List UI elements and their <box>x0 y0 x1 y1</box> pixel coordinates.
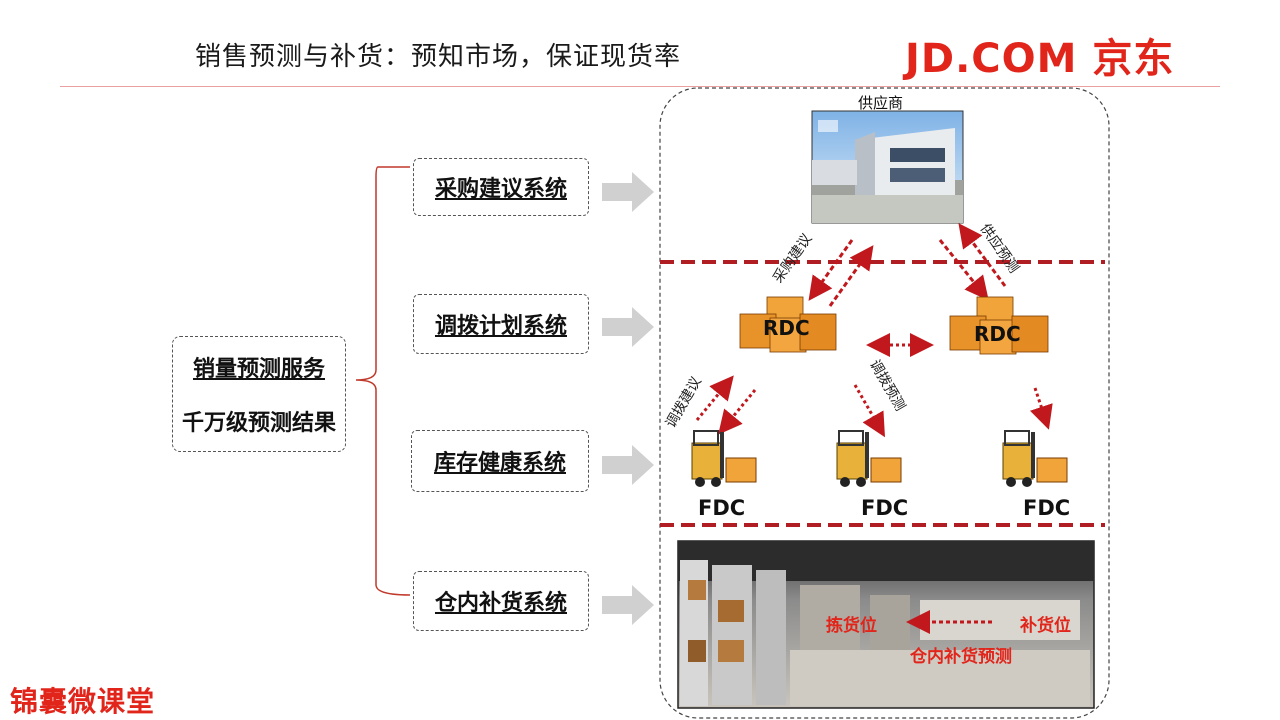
forklift-1 <box>692 431 756 487</box>
supplier-label: 供应商 <box>858 92 903 113</box>
arrow-purchase-down <box>812 240 852 296</box>
fdc-label: FDC <box>1023 496 1070 520</box>
forecast-result-scale: 千万级预测结果 <box>173 405 345 437</box>
arrow-fdc3-down <box>1035 388 1047 424</box>
fdc-label: FDC <box>861 496 908 520</box>
warehouse-replenish-system: 仓内补货系统 <box>413 571 589 631</box>
sales-forecast-service-title: 销量预测服务 <box>173 351 345 383</box>
sales-forecast-service-box: 销量预测服务 千万级预测结果 <box>172 336 346 452</box>
arrow-fdc2-down <box>855 385 882 432</box>
watermark-logo: 锦囊微课堂 <box>10 680 155 720</box>
fdc-label: FDC <box>698 496 745 520</box>
rdc-label: RDC <box>974 322 1021 346</box>
forklift-2 <box>837 431 901 487</box>
arrow-supply-up <box>830 250 870 306</box>
forklift-3 <box>1003 431 1067 487</box>
transfer-plan-system: 调拨计划系统 <box>413 294 589 354</box>
arrow-fdc1-down <box>722 390 755 430</box>
bracket <box>356 167 410 595</box>
rdc-label: RDC <box>763 316 810 340</box>
gray-arrows <box>602 172 654 625</box>
supplier-building-image <box>812 111 963 223</box>
system-label: 库存健康系统 <box>434 445 566 477</box>
system-label: 调拨计划系统 <box>435 308 567 340</box>
replenish-forecast-label: 仓内补货预测 <box>910 642 1012 667</box>
system-label: 采购建议系统 <box>435 171 567 203</box>
purchase-advice-system: 采购建议系统 <box>413 158 589 216</box>
inventory-health-system: 库存健康系统 <box>411 430 589 492</box>
reserve-slot-label: 补货位 <box>1020 611 1071 636</box>
arrow-right-down <box>940 240 985 296</box>
pick-slot-label: 拣货位 <box>826 611 877 636</box>
system-label: 仓内补货系统 <box>435 585 567 617</box>
